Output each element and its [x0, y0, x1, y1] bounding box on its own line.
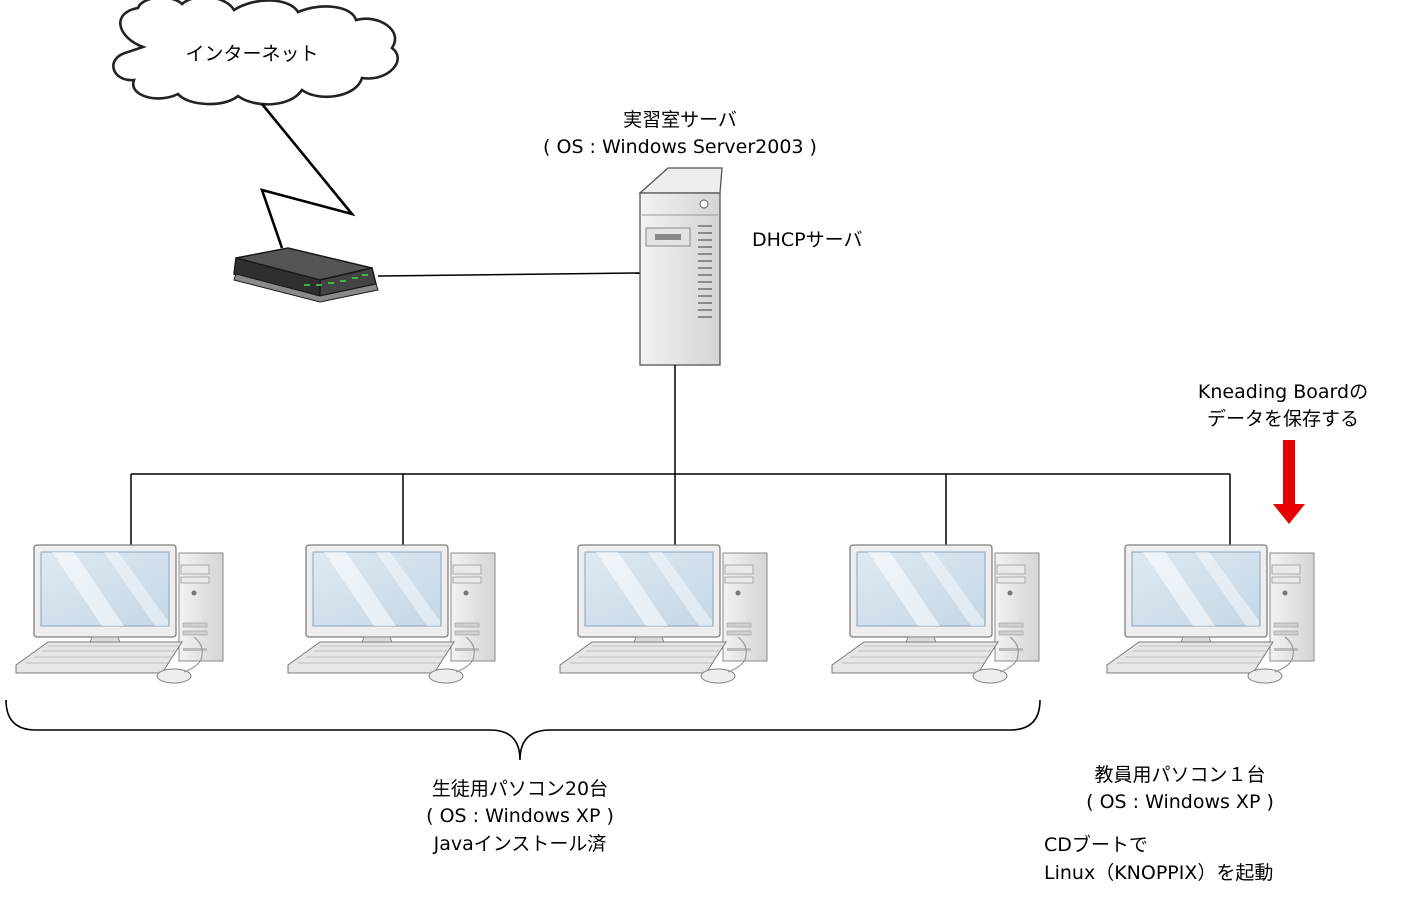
student-pc-2-icon: [287, 544, 496, 684]
wireless-link-line: [259, 103, 356, 249]
teacher-pc-boot-line-2: Linux（KNOPPIX）を起動: [1044, 862, 1274, 884]
annotation-line-1: Kneading Boardの: [1197, 381, 1369, 403]
server-role: DHCPサーバ: [752, 229, 863, 251]
router-server-link: [377, 272, 641, 277]
server-title: 実習室サーバ: [623, 109, 737, 131]
teacher-pc-icon: [1106, 544, 1315, 684]
student-pc-3-icon: [559, 544, 768, 684]
server-os: ( OS : Windows Server2003 ): [543, 136, 817, 158]
teacher-pc-boot-line-1: CDブートで: [1044, 834, 1148, 856]
internet-label: インターネット: [185, 43, 319, 65]
student-pcs-title: 生徒用パソコン20台: [431, 778, 609, 800]
student-pc-1-icon: [15, 544, 224, 684]
internet-cloud-icon: [112, 0, 399, 106]
annotation-line-2: データを保存する: [1206, 408, 1359, 430]
student-pcs-brace: [5, 699, 1041, 761]
network-bus: [130, 365, 1231, 545]
save-data-arrow-icon: [1273, 440, 1305, 524]
student-pcs-os: ( OS : Windows XP ): [426, 805, 614, 827]
router-icon: [233, 247, 379, 303]
teacher-pc-os: ( OS : Windows XP ): [1086, 791, 1274, 813]
student-pc-4-icon: [831, 544, 1040, 684]
server-tower-icon: [638, 167, 723, 366]
student-pcs-note: Javaインストール済: [433, 833, 607, 855]
teacher-pc-title: 教員用パソコン１台: [1094, 764, 1266, 786]
